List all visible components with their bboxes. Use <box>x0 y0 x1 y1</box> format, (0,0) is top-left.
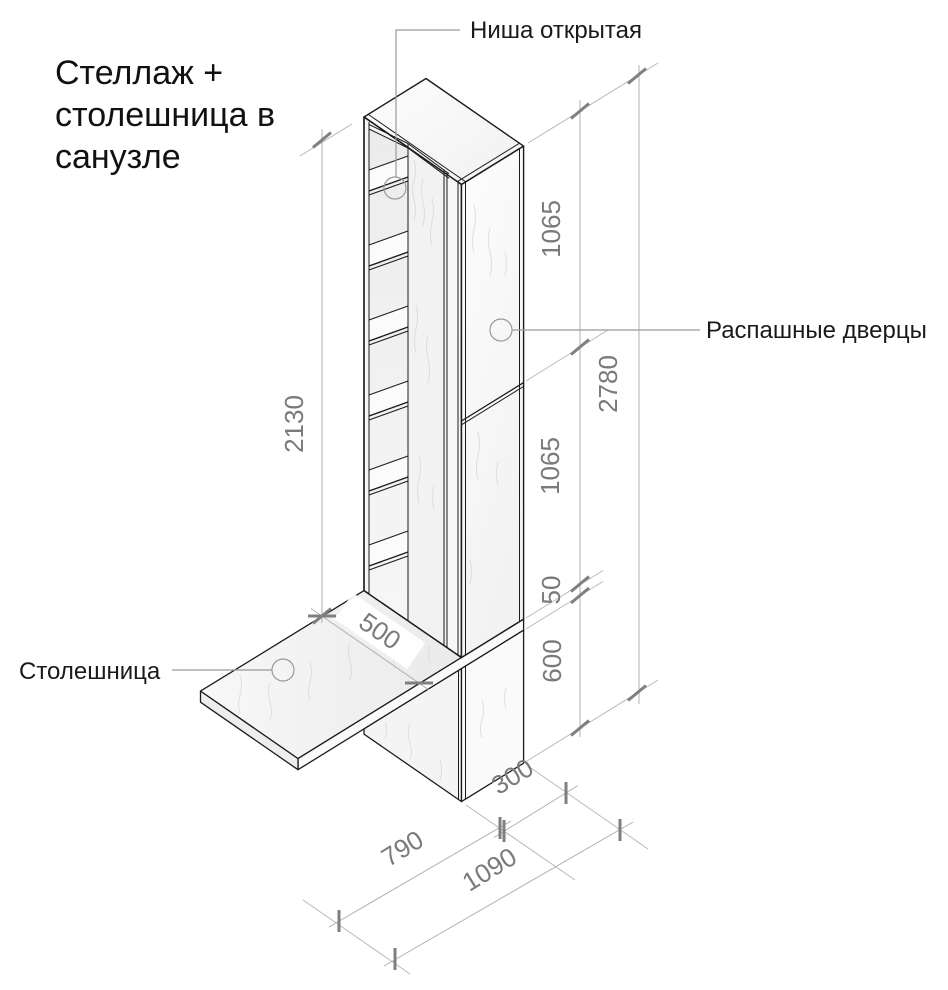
niche-marker-circle <box>383 176 407 200</box>
dim-countertop-thickness: 50 <box>536 576 566 605</box>
dim-shelf-column-height: 2130 <box>279 395 309 453</box>
dim-total-length: 1090 <box>457 841 522 897</box>
niche-back-wall-strip <box>408 143 449 649</box>
dim-text-1065-upper: 1065 <box>536 200 566 258</box>
top-face-inset-line-right <box>457 142 520 183</box>
dim-text-2780: 2780 <box>593 355 623 413</box>
dim-upper-door-height: 1065 <box>536 200 566 258</box>
dim-lower-door-height: 1065 <box>535 437 565 495</box>
dimension-lines <box>310 65 640 967</box>
dim-total-height: 2780 <box>593 355 623 413</box>
tall-cabinet-column <box>363 77 525 659</box>
hatching-texture <box>238 159 507 781</box>
dim-line-300 <box>493 785 579 838</box>
shelf-1 <box>368 155 409 196</box>
dim-line-790 <box>328 820 512 928</box>
door-split-line-1 <box>461 382 524 422</box>
dim-line-1090 <box>383 821 634 967</box>
shelf-2 <box>368 230 409 271</box>
base-cabinet <box>363 629 525 803</box>
drawing-title-line3: санузле <box>55 138 181 176</box>
countertop-marker-circle <box>271 658 295 682</box>
shelf-6 <box>368 530 409 571</box>
dim-text-2130: 2130 <box>279 395 309 453</box>
shelf-niche <box>363 116 463 659</box>
text-labels: Стеллаж + столешница в санузле Ниша откр… <box>19 17 927 685</box>
dim-500-backplate <box>334 592 426 670</box>
door-split-line-2 <box>461 385 524 426</box>
niche-right-panel-strip <box>447 171 458 656</box>
base-right-face <box>460 629 525 803</box>
cabinet-door <box>460 145 525 659</box>
dim-text-1065-lower: 1065 <box>535 437 565 495</box>
shelf-4 <box>368 380 409 421</box>
drawing-title-line1: Стеллаж + <box>55 54 223 92</box>
shelf-3 <box>368 305 409 346</box>
dim-text-1090: 1090 <box>457 841 522 897</box>
dimension-ticks <box>308 67 647 970</box>
leader-annotations <box>172 29 700 682</box>
dim-countertop-length: 790 <box>376 824 429 872</box>
drawing-title-line2: столешница в <box>55 96 275 134</box>
shelf-5 <box>368 455 409 496</box>
countertop-label: Столешница <box>19 658 161 685</box>
hinged-doors-label: Распашные дверцы <box>706 317 927 344</box>
dim-text-50: 50 <box>536 576 566 605</box>
dim-line-500 <box>310 608 430 691</box>
dim-text-790: 790 <box>376 824 429 872</box>
dim-text-600: 600 <box>537 639 567 682</box>
countertop-left-end-face <box>199 690 299 771</box>
dim-base-height: 600 <box>537 639 567 682</box>
door-marker-circle <box>489 318 513 342</box>
open-niche-label: Ниша открытая <box>470 17 642 44</box>
top-face-inset-line-front <box>368 113 467 183</box>
open-niche-leader-line <box>395 29 460 177</box>
